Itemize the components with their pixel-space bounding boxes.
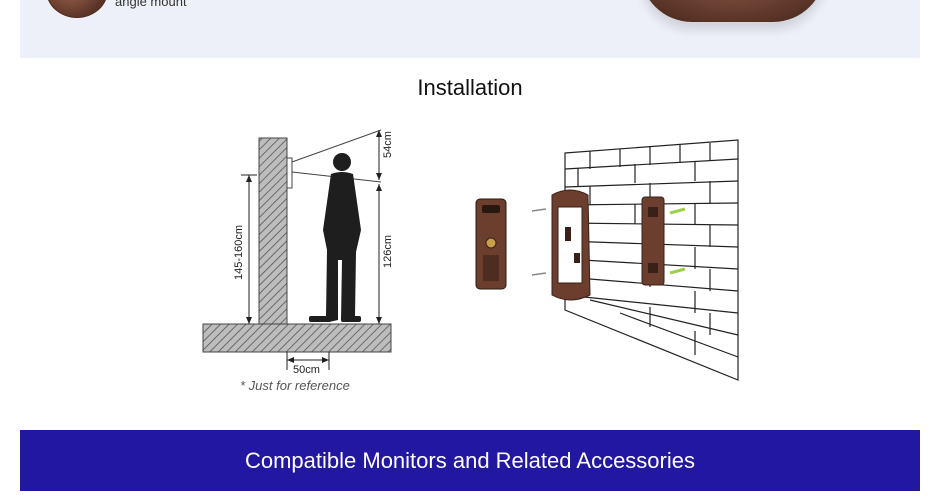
label-top-distance: 54cm xyxy=(382,131,394,158)
label-mount-height: 145-160cm xyxy=(233,225,245,280)
wall-section xyxy=(258,137,288,325)
angle-mount-caption: angle mount xyxy=(115,0,187,9)
exploded-installation-illustration xyxy=(475,139,739,381)
compatible-accessories-banner: Compatible Monitors and Related Accessor… xyxy=(20,430,920,491)
wall-bracket xyxy=(641,196,686,286)
screw-bottom xyxy=(531,272,547,276)
label-person-height: 126cm xyxy=(382,235,394,268)
angle-mount-thumbnail xyxy=(46,0,108,18)
screw-top xyxy=(531,208,547,212)
person-silhouette xyxy=(309,153,361,322)
reference-note: * Just for reference xyxy=(240,378,350,393)
wall-panel-marker xyxy=(286,157,293,189)
doorbell-unit xyxy=(475,198,507,290)
angled-mount-frame xyxy=(551,189,591,301)
installation-title: Installation xyxy=(417,75,523,100)
top-feature-banner: angle mount xyxy=(20,0,920,58)
doorbell-device-image xyxy=(640,0,825,22)
mounting-height-diagram: 54cm 145-160cm 126cm 50cm xyxy=(202,129,394,376)
compatible-accessories-title: Compatible Monitors and Related Accessor… xyxy=(244,447,695,473)
label-standoff: 50cm xyxy=(293,364,320,376)
floor-section xyxy=(202,323,392,353)
